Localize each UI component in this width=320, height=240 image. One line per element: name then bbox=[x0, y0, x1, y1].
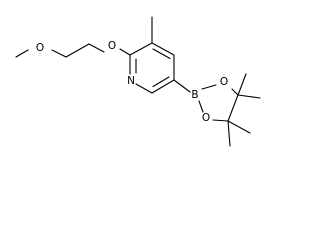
o-upper-to-c-bond bbox=[231, 88, 239, 96]
methyl-4-bond bbox=[227, 120, 231, 147]
ether-oxygen-label: O bbox=[108, 40, 116, 52]
pyridine-ring bbox=[129, 16, 175, 94]
chemical-structure-drawing: O O N B O O bbox=[15, 16, 261, 147]
ring-to-boron-bond bbox=[173, 79, 191, 93]
dioxaborolane-oxygen-lower-label: O bbox=[202, 112, 210, 124]
methyl-1-bond bbox=[237, 73, 247, 96]
c-c-ring-bond bbox=[227, 94, 239, 122]
ch2-ch2-bond bbox=[65, 43, 90, 58]
ring-double-bond-c5-c6-inner bbox=[152, 76, 170, 88]
ring-bond-c6-n bbox=[135, 83, 153, 94]
boron-to-o-lower-bond bbox=[198, 100, 204, 113]
methoxy-oxygen-label: O bbox=[36, 42, 44, 54]
boron-label: B bbox=[191, 89, 198, 101]
ring-bond-c3-c4 bbox=[151, 42, 175, 56]
o-to-ring-bond bbox=[119, 48, 131, 56]
methoxyethoxy-chain bbox=[15, 43, 131, 58]
o-to-ch2-bond bbox=[51, 49, 67, 58]
methyl-3-bond bbox=[227, 120, 251, 134]
ring-nitrogen-label: N bbox=[127, 75, 135, 87]
boron-to-o-upper-bond bbox=[201, 84, 217, 90]
ring-bond-c5-c6 bbox=[151, 79, 175, 94]
atom-labels: O O N B O O bbox=[36, 40, 228, 124]
dioxaborolane-oxygen-upper-label: O bbox=[220, 76, 228, 88]
methyl-to-o-bond bbox=[15, 49, 29, 58]
pinacol-boronate-group bbox=[173, 73, 261, 147]
ch2-to-o-bond bbox=[88, 43, 105, 53]
ring-double-bond-c3-c4-inner bbox=[152, 48, 171, 60]
methyl-2-bond bbox=[237, 94, 261, 99]
ring-bond-c2-c3 bbox=[129, 42, 153, 56]
o-lower-to-c-bond bbox=[212, 119, 229, 122]
